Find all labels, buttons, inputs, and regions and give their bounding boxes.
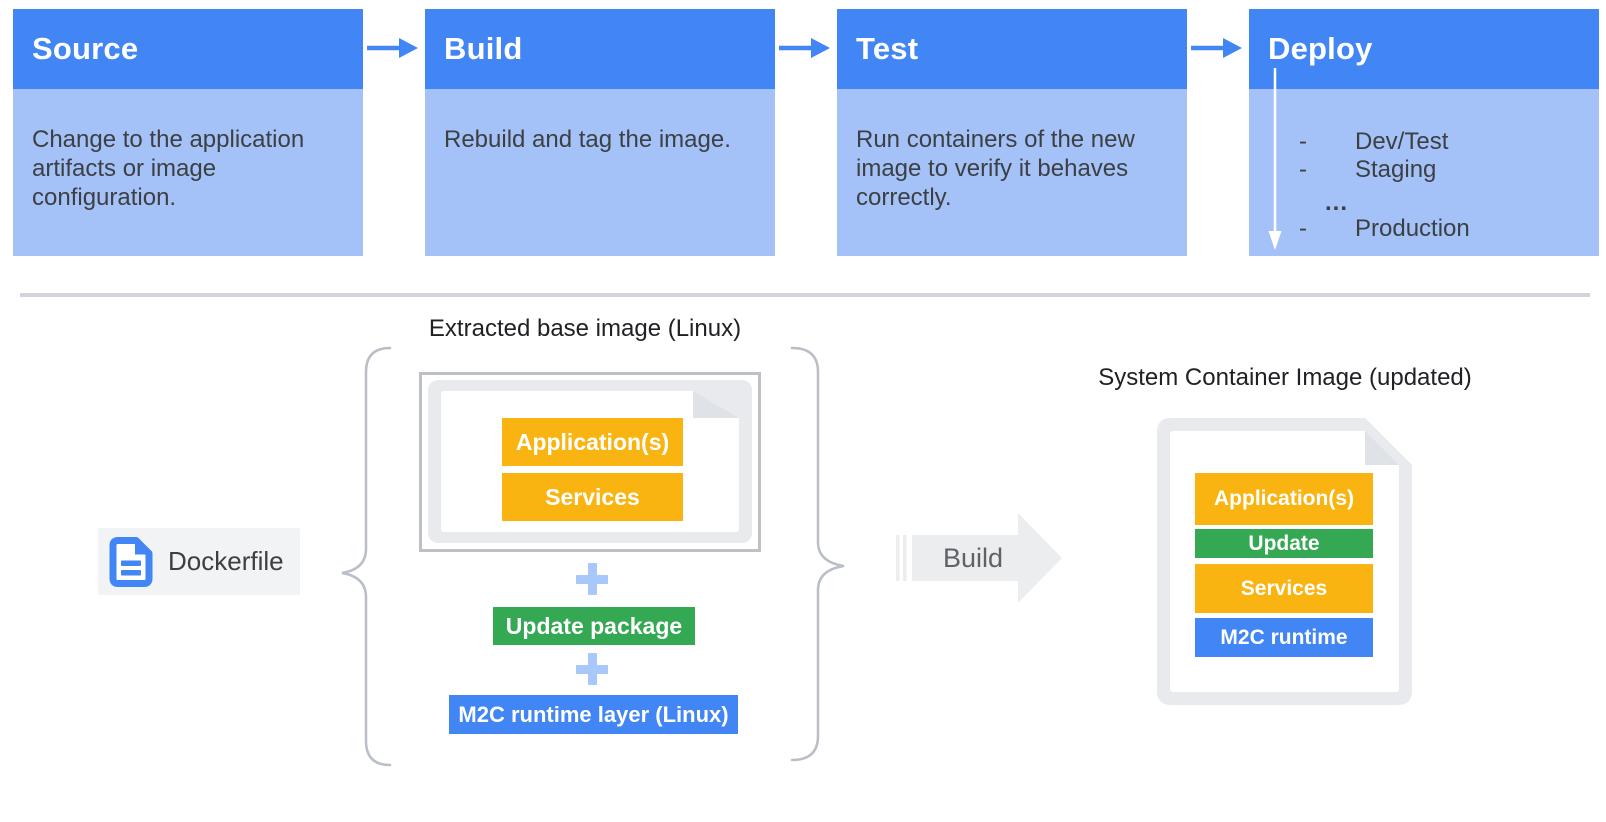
runtime-layer-box: M2C runtime layer (Linux) xyxy=(449,695,738,734)
stage-card-test: Test Run containers of the new image to … xyxy=(837,9,1187,256)
dash-bullet: - xyxy=(1299,156,1307,183)
list-item: - Dev/Test xyxy=(1249,128,1599,156)
result-layer-services: Services xyxy=(1195,564,1373,613)
stage-header-build: Build xyxy=(425,9,775,89)
dockerfile-chip: Dockerfile xyxy=(98,528,300,595)
stage-body-source: Change to the application artifacts or i… xyxy=(13,89,363,256)
arrow-right-icon xyxy=(363,36,425,65)
stage-body-test: Run containers of the new image to verif… xyxy=(837,89,1187,256)
result-layer-applications: Application(s) xyxy=(1195,473,1373,525)
deploy-env-label: Staging xyxy=(1355,156,1437,183)
layer-applications: Application(s) xyxy=(502,418,683,466)
stage-card-source: Source Change to the application artifac… xyxy=(13,9,363,256)
arrow-right-icon xyxy=(1187,36,1249,65)
stage-header-deploy: Deploy xyxy=(1249,9,1599,89)
base-image-title: Extracted base image (Linux) xyxy=(428,315,742,342)
big-arrow-right-icon xyxy=(893,510,1065,611)
ellipsis-label: ... xyxy=(1325,189,1349,216)
build-arrow-label: Build xyxy=(942,543,1004,573)
stage-header-test: Test xyxy=(837,9,1187,89)
dockerfile-label: Dockerfile xyxy=(168,546,284,576)
stage-body-deploy: - Dev/Test - Staging ... - Production xyxy=(1249,68,1599,256)
stage-description: Run containers of the new image to verif… xyxy=(856,126,1135,211)
stage-title: Source xyxy=(32,31,139,66)
stage-title: Build xyxy=(444,31,523,66)
stage-description: Change to the application artifacts or i… xyxy=(32,126,305,211)
plus-icon xyxy=(576,563,608,595)
dash-bullet: - xyxy=(1299,215,1307,242)
deploy-env-label: Dev/Test xyxy=(1355,128,1449,155)
curly-brace-left xyxy=(334,346,396,775)
arrow-down-icon xyxy=(1267,68,1283,255)
plus-icon xyxy=(576,653,608,685)
stage-description: Rebuild and tag the image. xyxy=(444,126,731,153)
section-divider xyxy=(20,293,1590,297)
list-item-ellipsis: ... xyxy=(1249,189,1599,216)
layer-services: Services xyxy=(502,473,683,521)
deploy-environment-list: - Dev/Test - Staging ... - Production xyxy=(1249,89,1599,243)
stage-title: Deploy xyxy=(1268,31,1373,66)
stage-card-build: Build Rebuild and tag the image. xyxy=(425,9,775,256)
stage-header-source: Source xyxy=(13,9,363,89)
deploy-env-label: Production xyxy=(1355,215,1470,242)
update-package-box: Update package xyxy=(493,607,695,645)
stage-title: Test xyxy=(856,31,919,66)
stage-card-deploy: Deploy - Dev/Test - Staging xyxy=(1249,9,1599,256)
curly-brace-right xyxy=(790,346,852,771)
result-layer-update: Update xyxy=(1195,529,1373,558)
result-layer-runtime: M2C runtime xyxy=(1195,618,1373,657)
arrow-right-icon xyxy=(775,36,837,65)
list-item: - Staging xyxy=(1249,156,1599,184)
pipeline-row: Source Change to the application artifac… xyxy=(13,9,1599,256)
result-image-title: System Container Image (updated) xyxy=(1098,364,1472,391)
list-item: - Production xyxy=(1249,215,1599,243)
dash-bullet: - xyxy=(1299,128,1307,155)
stage-body-build: Rebuild and tag the image. xyxy=(425,89,775,256)
document-icon xyxy=(109,536,153,587)
